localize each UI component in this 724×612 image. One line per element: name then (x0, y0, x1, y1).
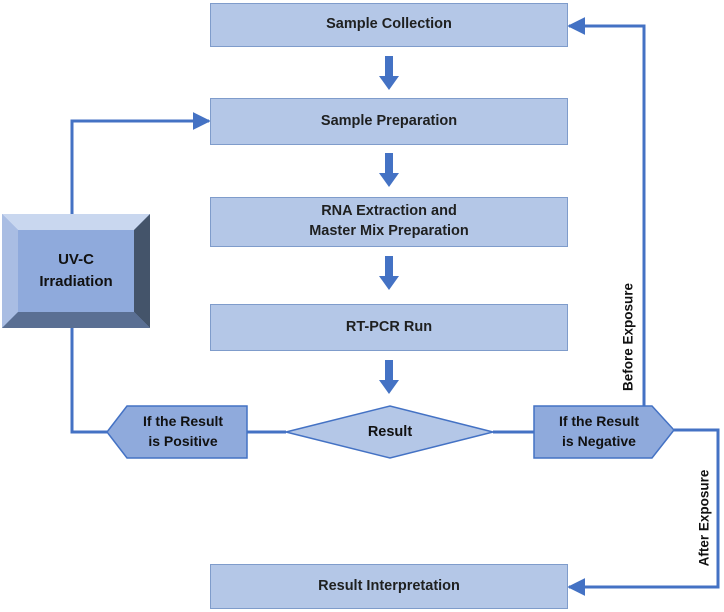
before-exposure-label: Before Exposure (620, 282, 636, 392)
rna-extraction-box: RNA Extraction and Master Mix Preparatio… (210, 197, 568, 247)
before-exposure-connector (567, 17, 646, 406)
rna-extraction-label-line1: RNA Extraction and (321, 203, 457, 220)
sample-preparation-box: Sample Preparation (210, 98, 568, 145)
uvc-to-sample-preparation-connector (70, 112, 211, 214)
rna-extraction-label-line2: Master Mix Preparation (309, 223, 469, 239)
rtpcr-run-box: RT-PCR Run (210, 304, 568, 351)
down-arrow-1 (379, 56, 399, 90)
sample-collection-label: Sample Collection (326, 16, 452, 33)
after-exposure-label: After Exposure (696, 469, 712, 567)
result-diamond (285, 405, 494, 459)
sample-collection-box: Sample Collection (210, 3, 568, 47)
result-interpretation-label: Result Interpretation (318, 577, 460, 594)
after-exposure-connector (567, 428, 720, 596)
rtpcr-run-label: RT-PCR Run (345, 318, 433, 335)
down-arrow-4 (379, 360, 399, 394)
positive-branch-shape (106, 405, 248, 459)
uvc-bevel-box (2, 214, 150, 328)
positive-to-uvc-connector (70, 328, 107, 434)
negative-branch-shape (533, 405, 675, 459)
down-arrow-2 (379, 153, 399, 187)
down-arrow-3 (379, 256, 399, 290)
sample-preparation-label: Sample Preparation (320, 112, 458, 129)
result-interpretation-box: Result Interpretation (210, 564, 568, 609)
